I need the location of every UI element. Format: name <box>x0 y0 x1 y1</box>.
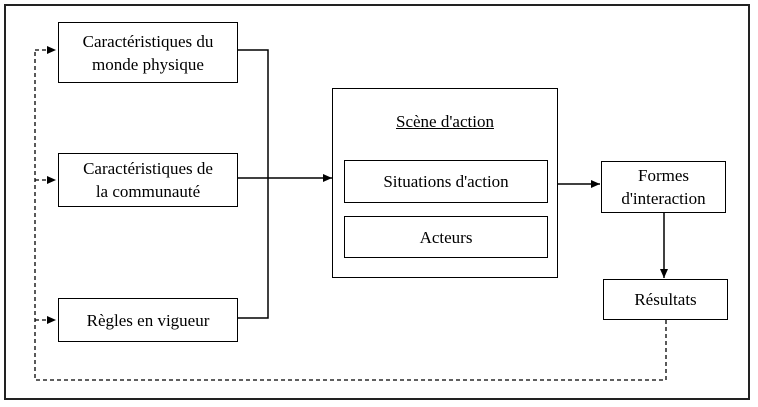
interaction-patterns-label-line2: d'interaction <box>621 189 706 208</box>
edge-inputs-to-action-scene <box>238 49 332 319</box>
physical-world-box: Caractéristiques du monde physique <box>58 22 238 83</box>
actors-label: Acteurs <box>419 227 473 247</box>
physical-world-label-line2: monde physique <box>92 54 204 74</box>
physical-world-label-line1: Caractéristiques du <box>82 31 214 51</box>
community-label-line2: la communauté <box>95 182 201 201</box>
rules-label: Règles en vigueur <box>86 310 210 330</box>
diagram-frame <box>4 4 750 400</box>
community-box: Caractéristiques de la communauté <box>58 153 238 207</box>
action-scene-title: Scène d'action <box>396 112 494 131</box>
actors-box: Acteurs <box>344 216 548 258</box>
rules-box: Règles en vigueur <box>58 298 238 342</box>
action-situations-box: Situations d'action <box>344 160 548 203</box>
edge-feedback-loop <box>34 46 667 381</box>
interaction-patterns-label-line1: Formes <box>638 166 689 185</box>
interaction-patterns-box: Formes d'interaction <box>601 161 726 213</box>
outcomes-box: Résultats <box>603 279 728 320</box>
action-situations-label: Situations d'action <box>383 172 509 191</box>
outcomes-label: Résultats <box>634 290 697 309</box>
community-label-line1: Caractéristiques de <box>83 159 213 178</box>
